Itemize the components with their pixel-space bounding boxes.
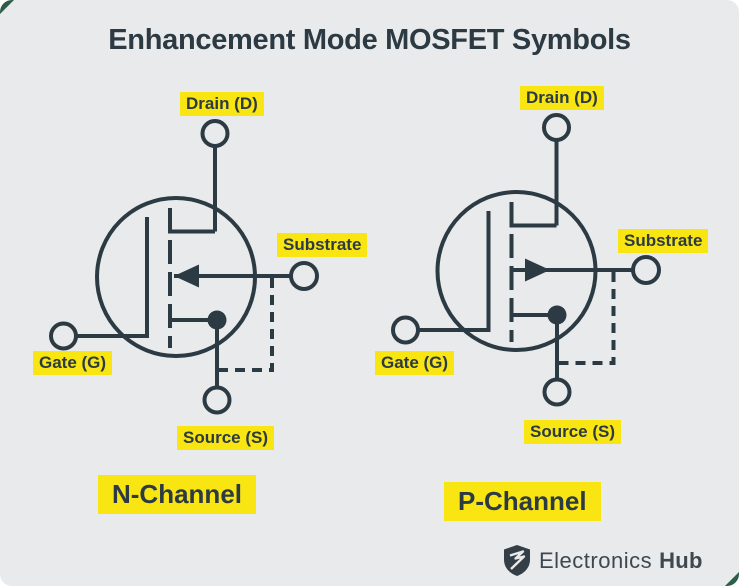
- p-gate-label: Gate (G): [375, 351, 455, 375]
- brand-name-regular: Electronics: [539, 547, 653, 573]
- p-substrate-label: Substrate: [618, 229, 709, 253]
- n-channel-symbol: [49, 119, 319, 415]
- p-source-terminal: [542, 377, 572, 407]
- corner-accent-icon: [725, 572, 739, 586]
- p-substrate-arrow-icon: [525, 258, 550, 282]
- n-source-terminal: [202, 385, 232, 415]
- n-drain-label: Drain (D): [180, 92, 264, 116]
- n-gate-label: Gate (G): [33, 351, 113, 375]
- n-substrate-label: Substrate: [277, 233, 368, 257]
- p-channel-caption: P-Channel: [444, 482, 601, 522]
- p-source-label: Source (S): [524, 420, 622, 444]
- n-substrate-terminal: [289, 261, 319, 291]
- n-drain-terminal: [200, 119, 230, 148]
- n-channel-caption: N-Channel: [98, 475, 256, 515]
- n-substrate-arrow-icon: [174, 264, 199, 288]
- p-gate-terminal: [391, 315, 420, 345]
- corner-accent-icon: [0, 0, 14, 14]
- brand-name-bold: Hub: [659, 547, 703, 573]
- p-substrate-terminal: [631, 255, 661, 285]
- p-drain-label: Drain (D): [520, 86, 604, 110]
- page-title: Enhancement Mode MOSFET Symbols: [108, 24, 631, 56]
- p-channel-symbol: [391, 113, 661, 407]
- n-source-label: Source (S): [177, 426, 275, 450]
- n-substrate-source-dashed-link: [219, 278, 274, 372]
- p-drain-terminal: [542, 113, 571, 142]
- p-substrate-source-dashed-link: [559, 272, 616, 365]
- shield-bolt-icon: [504, 545, 530, 576]
- n-gate-terminal: [49, 321, 78, 351]
